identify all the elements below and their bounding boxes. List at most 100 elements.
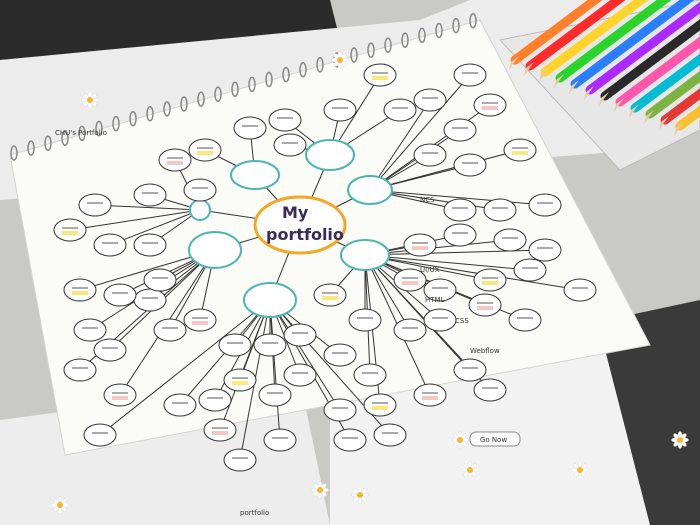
leaf-bubble-69	[423, 278, 457, 302]
leaf-bubble-7	[323, 98, 357, 122]
leaf-bubble-8	[363, 63, 397, 87]
ring-10	[180, 96, 188, 112]
leaf-bubble-47	[198, 388, 232, 412]
ring-14	[248, 76, 256, 93]
leaf-bubble-65	[93, 233, 127, 257]
ring-7	[129, 110, 137, 127]
ring-4	[78, 125, 86, 142]
leaf-link-16	[369, 149, 521, 191]
leaf-bubble-6	[183, 178, 217, 202]
tech-label-html: HTML	[425, 296, 445, 304]
highlight-56	[372, 406, 388, 410]
pencil-4	[570, 0, 695, 89]
hub-bubble-3	[340, 239, 390, 271]
leaf-bubble-52	[203, 418, 237, 442]
daisy-4	[351, 486, 369, 504]
pencil-tip-10	[659, 116, 669, 130]
leaf-bubbles	[53, 63, 597, 472]
leaf-bubble-44	[103, 383, 137, 407]
highlight-60	[422, 396, 438, 400]
leaf-bubble-33	[283, 323, 317, 347]
ring-5	[95, 120, 103, 137]
pencil-tip-4	[569, 80, 579, 94]
hub-bubble-2	[347, 175, 393, 205]
highlight-40	[72, 291, 88, 295]
hub-bubbles	[188, 139, 393, 318]
tech-label-ncs: NCS	[420, 196, 435, 204]
leaf-bubble-30	[393, 318, 427, 342]
ring-12	[214, 86, 222, 102]
highlight-36	[192, 321, 208, 325]
leaf-bubble-56	[363, 393, 397, 417]
hub-bubble-4	[188, 231, 242, 269]
hub-bubble-1	[305, 139, 355, 171]
tech-label-css: CSS	[455, 317, 469, 325]
ring-16	[282, 66, 290, 83]
pencil-6	[600, 19, 700, 101]
leaf-bubble-35	[218, 333, 252, 357]
leaf-link-63	[94, 204, 201, 211]
leaf-bubble-60	[413, 383, 447, 407]
daisy-5	[311, 481, 329, 499]
leaf-bubble-22	[493, 228, 527, 252]
leaf-bubble-62	[473, 378, 507, 402]
leaf-bubble-26	[563, 278, 597, 302]
leaf-bubble-51	[223, 448, 257, 472]
pencil-tip-2	[539, 68, 549, 82]
pencil-2	[540, 0, 649, 77]
pencil-tip-1	[524, 62, 534, 76]
leaf-bubble-58	[333, 428, 367, 452]
leaf-bubble-3	[273, 133, 307, 157]
leaf-bubble-37	[153, 318, 187, 342]
leaf-bubble-67	[143, 268, 177, 292]
leaf-bubble-34	[253, 333, 287, 357]
leaf-bubble-21	[443, 223, 477, 247]
ring-17	[299, 61, 307, 78]
leaf-bubble-16	[503, 138, 537, 162]
leaf-link-25	[364, 254, 531, 271]
pencil-tip-7	[614, 98, 624, 112]
pencil-5	[585, 1, 700, 95]
highlight-0	[197, 151, 213, 155]
highlight-12	[482, 106, 498, 110]
ring-6	[112, 115, 120, 132]
pencil-tip-0	[509, 56, 519, 70]
pencil-tip-6	[599, 92, 609, 106]
pencil-tip-5	[584, 86, 594, 100]
hub-bubble-6	[189, 199, 211, 221]
pencil-7	[615, 36, 700, 107]
leaf-bubble-4	[158, 148, 192, 172]
daisy-pattern	[51, 51, 689, 514]
ring-25	[435, 22, 443, 39]
leaf-bubble-11	[453, 63, 487, 87]
bottom-tab-label: Go Now	[480, 436, 507, 444]
leaf-bubble-48	[223, 368, 257, 392]
hub-bubble-0	[230, 160, 280, 190]
highlight-4	[167, 161, 183, 165]
tech-label-uiux: UI/UX	[420, 266, 440, 274]
bottom-tab: Go Now	[469, 431, 521, 447]
ring-24	[418, 27, 426, 44]
highlight-8	[372, 76, 388, 80]
hub-bubble-5	[243, 282, 297, 318]
ring-0	[10, 145, 18, 161]
highlight-48	[232, 381, 248, 385]
ring-13	[231, 81, 239, 98]
daisy-0	[81, 91, 99, 109]
highlight-68	[402, 281, 418, 285]
ring-22	[384, 37, 392, 53]
leaf-bubble-45	[83, 423, 117, 447]
pencil-tip-9	[644, 110, 654, 124]
ring-8	[146, 106, 154, 122]
leaf-bubble-20	[403, 233, 437, 257]
leaf-bubble-42	[93, 338, 127, 362]
leaf-bubble-1	[233, 116, 267, 140]
leaf-link-45	[99, 299, 271, 436]
pencil-8	[630, 53, 700, 113]
leaf-bubble-24	[473, 268, 507, 292]
ring-27	[469, 12, 477, 29]
pencil-9	[645, 70, 700, 119]
leaf-bubble-15	[453, 153, 487, 177]
colored-pencils	[509, 0, 700, 136]
